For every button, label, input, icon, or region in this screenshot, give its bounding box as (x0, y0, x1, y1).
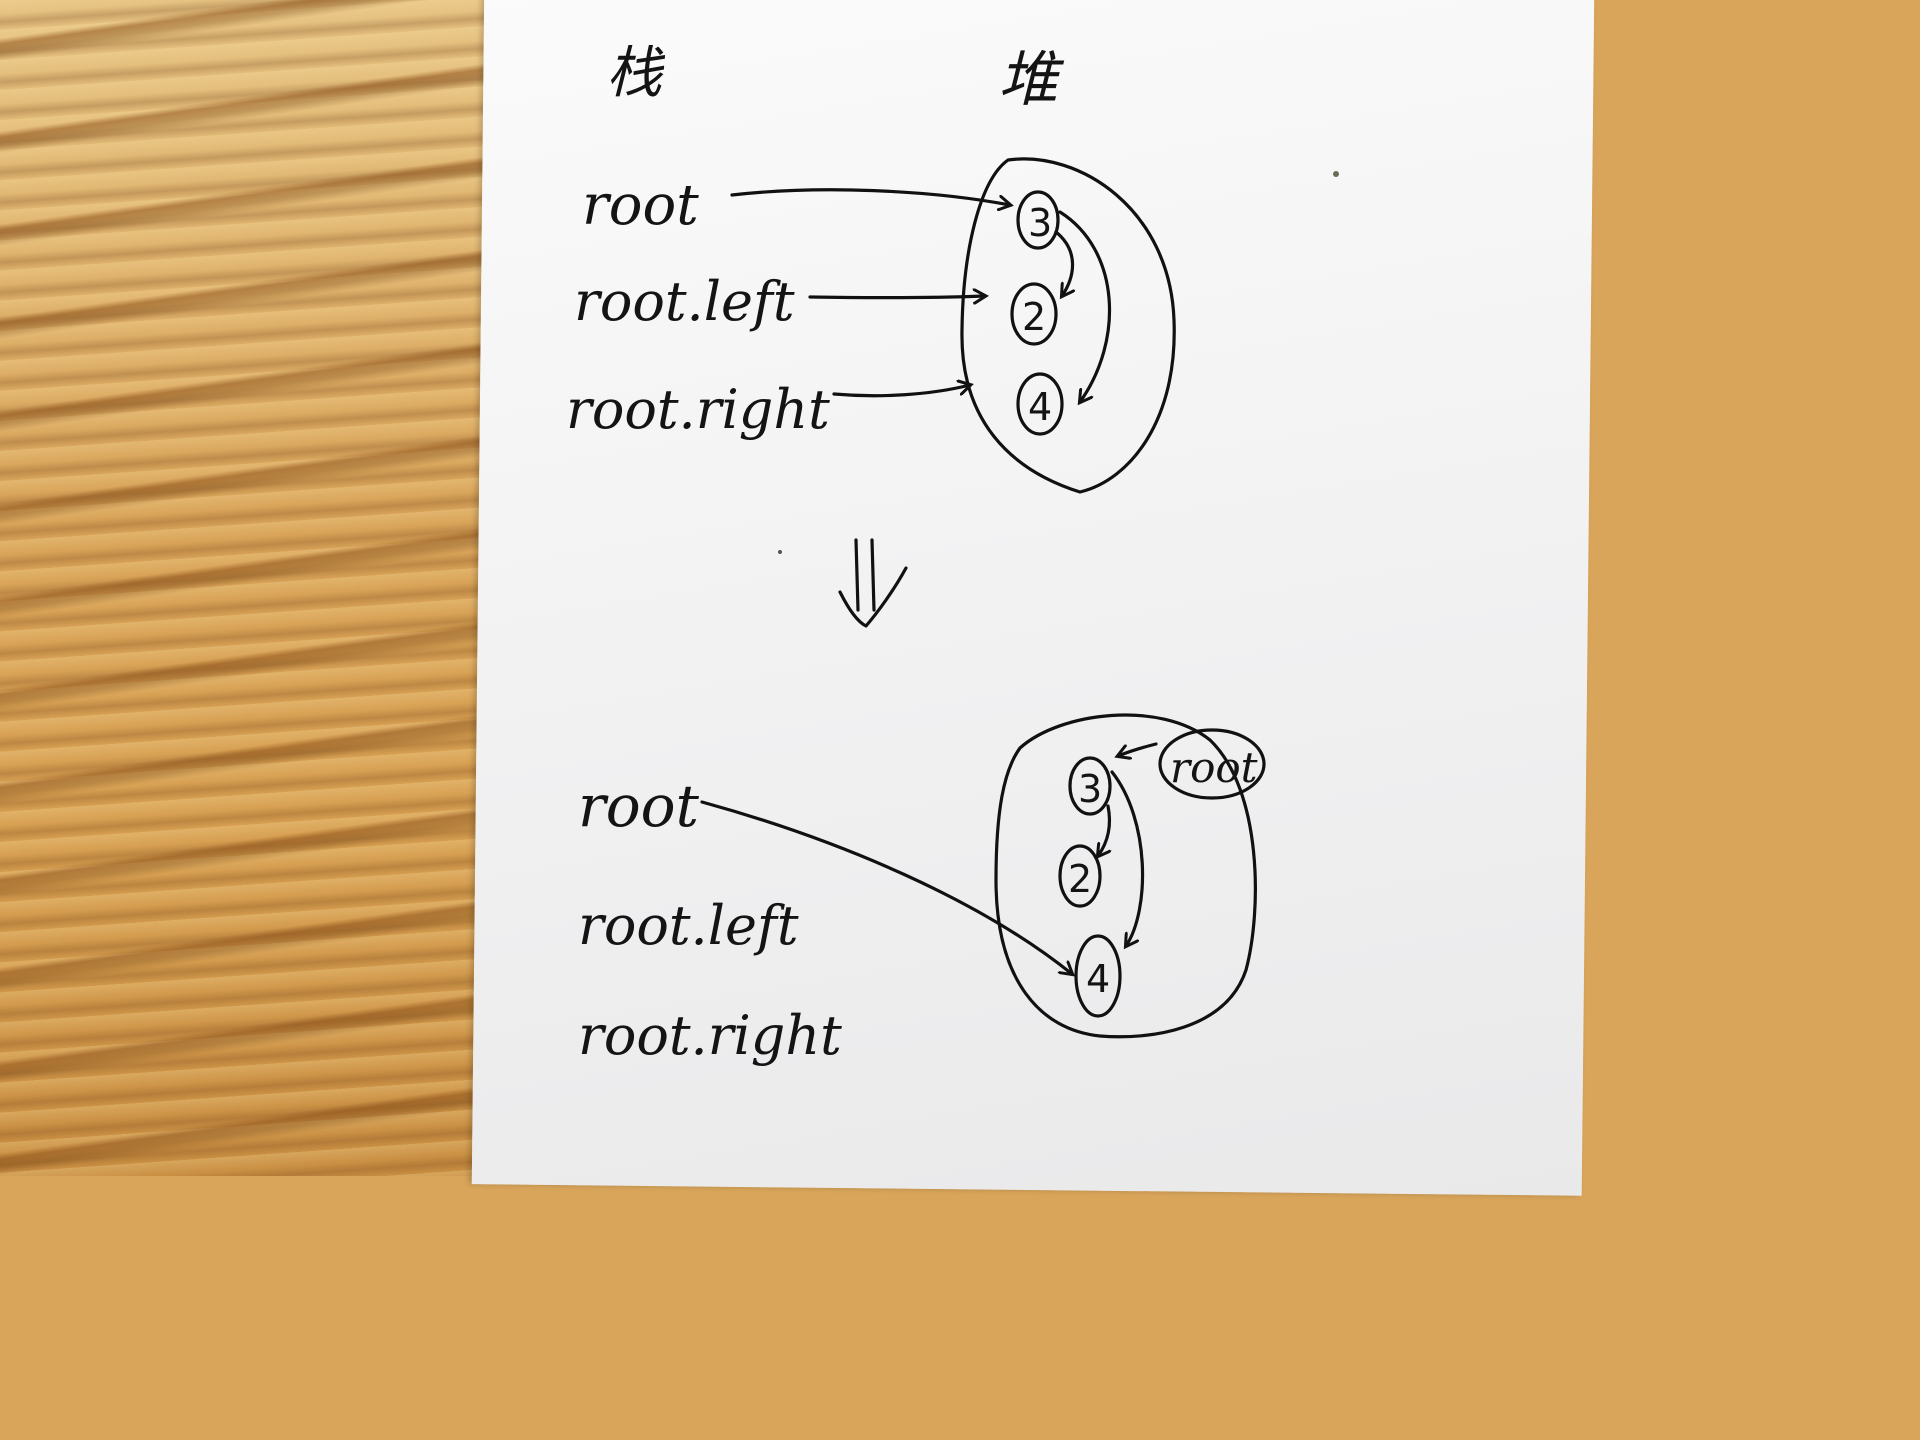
top-stack-label-root-left: root.left (574, 270, 795, 333)
bottom-arrow-root-bubble-to-3 (1118, 742, 1158, 756)
handwritten-diagram: 栈 堆 root root.left root.right 3 2 4 root… (566, 41, 1339, 1067)
wooden-table (0, 0, 520, 1176)
bottom-heap-outline (994, 713, 1257, 1039)
top-arrow-root-left (808, 296, 985, 298)
bottom-stack-label-root-left: root.left (578, 894, 799, 957)
paper-speck (778, 550, 782, 554)
bottom-node-2-circle (1058, 844, 1102, 908)
down-double-arrow-icon (838, 538, 908, 628)
bottom-node-2: 2 (1068, 857, 1092, 901)
root-bubble-label: root (1170, 743, 1258, 792)
stack-heading: 栈 (606, 41, 666, 106)
top-stack-label-root-right: root.right (566, 378, 830, 441)
top-heap-outline (960, 157, 1176, 494)
paper-speck (1333, 171, 1339, 177)
top-node-4: 4 (1028, 385, 1052, 429)
bottom-stack-label-root: root (578, 772, 700, 840)
top-node-4-circle (1016, 372, 1064, 436)
bottom-node-4-circle (1074, 934, 1122, 1018)
bottom-stack-label-root-right: root.right (578, 1004, 842, 1067)
root-bubble-outline (1158, 728, 1266, 800)
bottom-arrow-3-to-2 (1098, 804, 1110, 856)
bottom-arrow-3-to-4 (1110, 770, 1145, 946)
bottom-arrow-root-to-4 (700, 800, 1072, 974)
top-arrow-3-to-4 (1058, 210, 1112, 402)
bottom-node-3-circle (1068, 756, 1112, 816)
top-arrow-root-right (832, 385, 970, 398)
bottom-node-3: 3 (1078, 767, 1102, 811)
heap-heading: 堆 (998, 45, 1065, 115)
top-arrow-root (730, 188, 1010, 205)
top-arrow-3-to-2 (1054, 230, 1073, 296)
top-node-3-circle (1016, 190, 1060, 250)
top-stack-label-root: root (582, 173, 699, 238)
top-node-2: 2 (1022, 295, 1046, 339)
top-node-3: 3 (1028, 201, 1052, 245)
bottom-node-4: 4 (1086, 957, 1110, 1001)
top-node-2-circle (1010, 282, 1058, 346)
